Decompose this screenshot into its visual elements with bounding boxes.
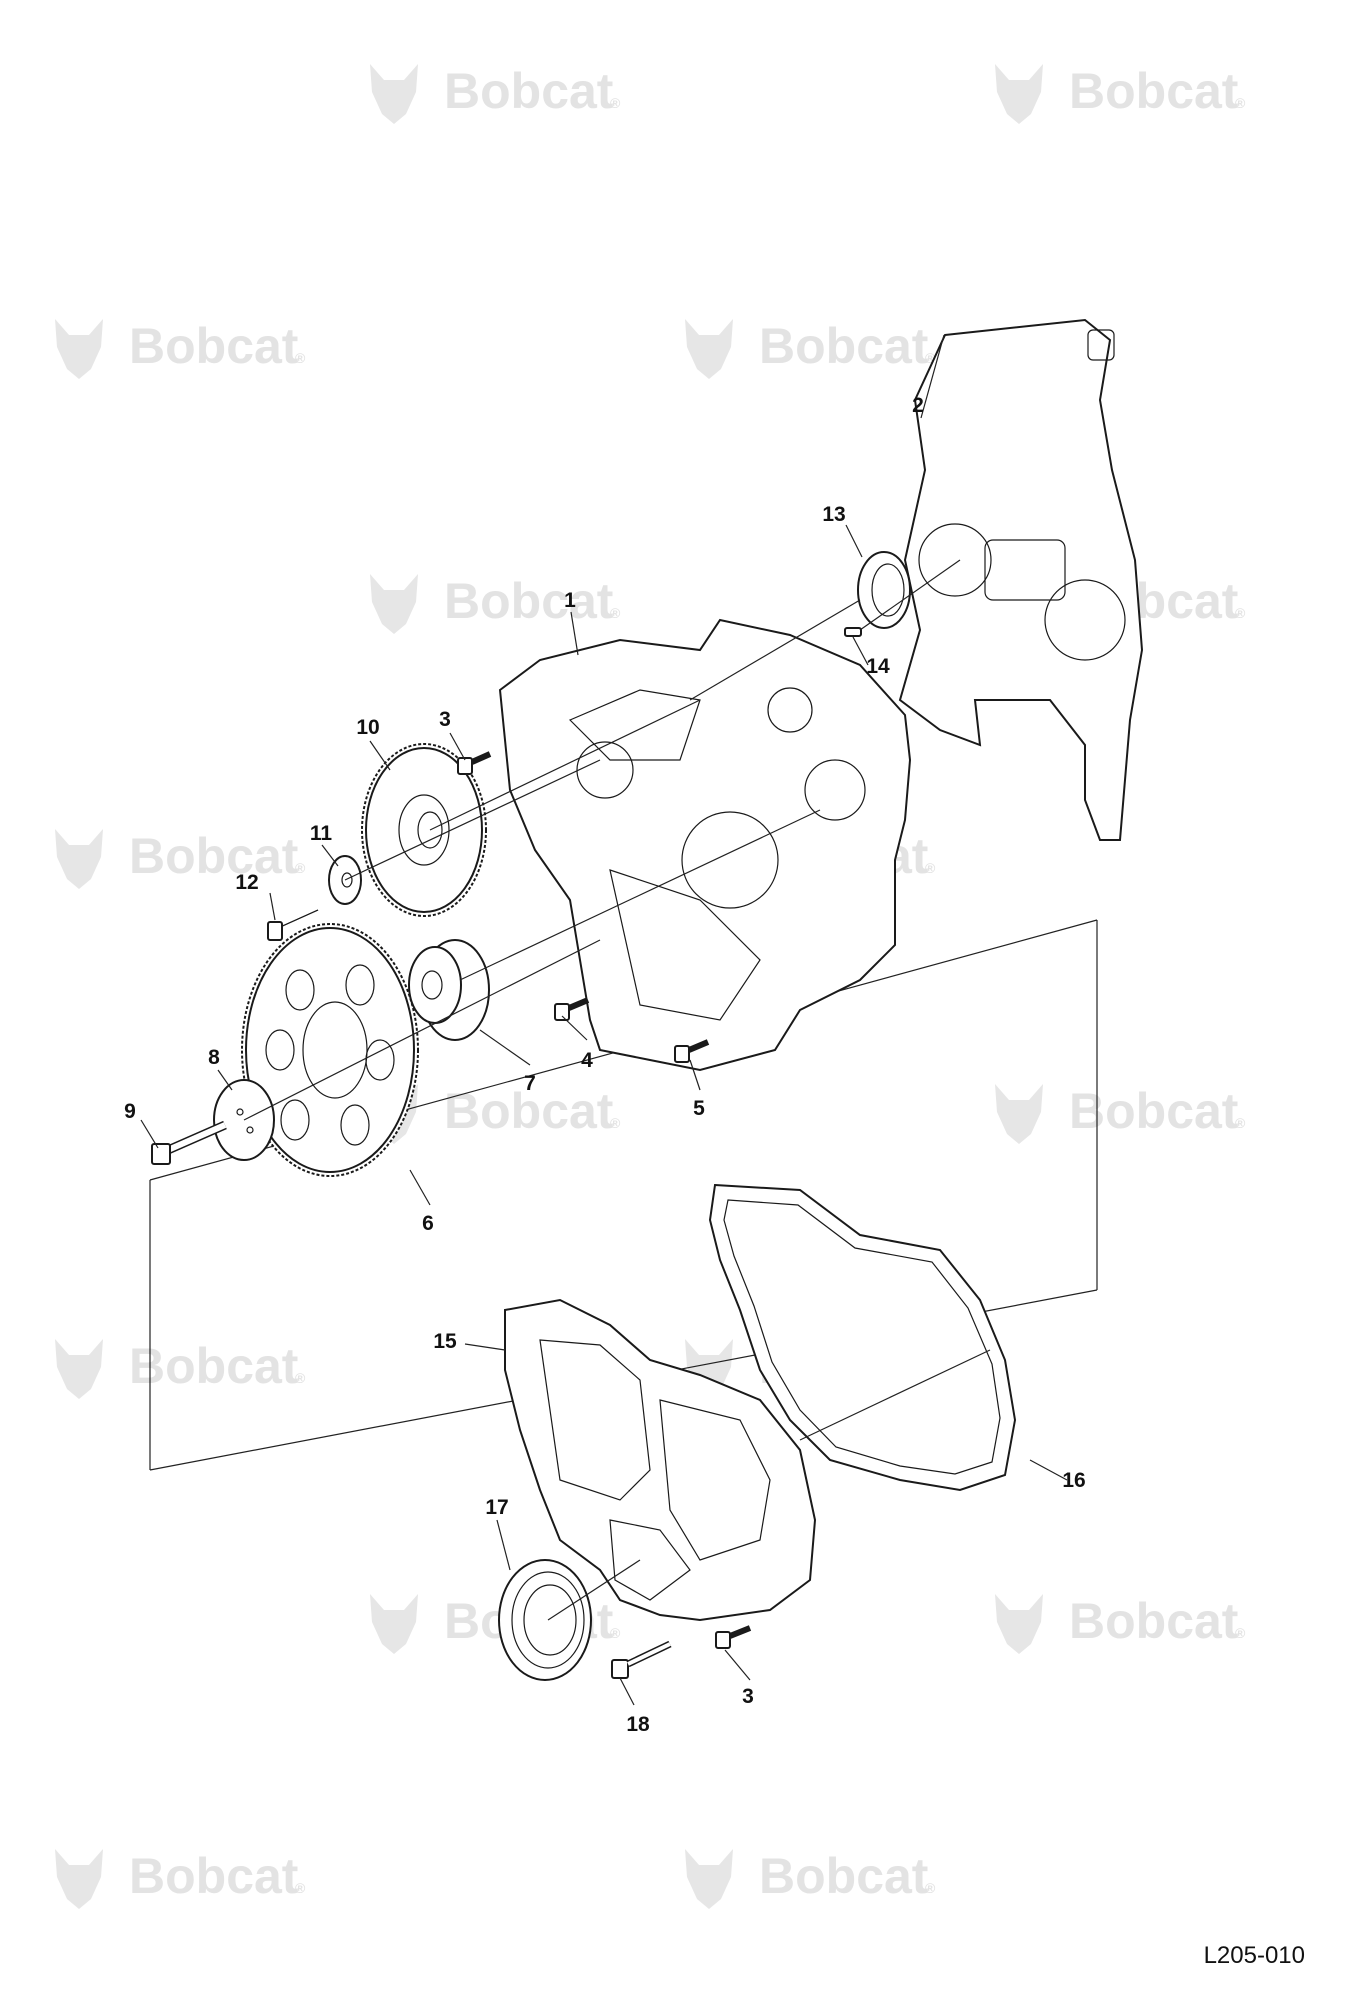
callout-12: 12 <box>235 871 258 894</box>
part-7-hub <box>408 939 490 1041</box>
part-14-pin <box>844 627 862 637</box>
watermark-tile: Bobcat® <box>995 1083 1246 1144</box>
figure-reference: L205-010 <box>1204 1942 1305 1969</box>
callout-3-lower: 3 <box>742 1685 754 1708</box>
part-10-gear <box>361 743 487 917</box>
part-13-seal <box>857 551 911 629</box>
watermark-registered-mark: ® <box>295 1880 306 1896</box>
part-15-cover <box>504 1298 817 1622</box>
part-9-bolt <box>151 1120 227 1165</box>
watermark-brand: Bobcat <box>444 1083 614 1139</box>
part-5-bolt <box>674 1039 710 1063</box>
watermark-tile: Bobcat® <box>370 63 621 124</box>
watermark-brand: Bobcat <box>759 318 929 374</box>
watermark-brand: Bobcat <box>129 318 299 374</box>
part-3-bolt-upper <box>457 751 492 775</box>
watermark-brand: Bobcat <box>444 573 614 629</box>
watermark-tile: Bobcat® <box>55 1338 306 1399</box>
watermark-brand: Bobcat <box>1069 1083 1239 1139</box>
watermark-tile: Bobcat® <box>55 318 306 379</box>
bobcat-head-icon <box>995 1594 1043 1654</box>
watermark-registered-mark: ® <box>1235 605 1246 621</box>
callout-2: 2 <box>912 394 924 417</box>
watermark-tile: Bobcat® <box>370 573 621 634</box>
callout-8: 8 <box>208 1046 220 1069</box>
watermark-registered-mark: ® <box>1235 1625 1246 1641</box>
part-18-bolt <box>611 1640 672 1679</box>
part-2-gasket <box>898 318 1144 841</box>
callout-15: 15 <box>433 1330 457 1353</box>
watermark-registered-mark: ® <box>295 1370 306 1386</box>
bobcat-head-icon <box>370 64 418 124</box>
watermark-registered-mark: ® <box>610 95 621 111</box>
bobcat-head-icon <box>685 319 733 379</box>
callout-9: 9 <box>124 1100 136 1123</box>
watermark-registered-mark: ® <box>925 860 936 876</box>
callout-1: 1 <box>564 589 576 612</box>
watermark-tile: Bobcat® <box>55 828 306 889</box>
watermark-registered-mark: ® <box>1235 95 1246 111</box>
watermark-brand: Bobcat <box>1069 1593 1239 1649</box>
callout-layer: 1 2 3 3 4 5 6 7 8 9 10 11 12 13 14 15 16… <box>124 394 1086 1736</box>
callout-4: 4 <box>581 1049 593 1072</box>
watermark-brand: Bobcat <box>129 1338 299 1394</box>
part-1-housing <box>498 618 912 1072</box>
bobcat-head-icon <box>55 1339 103 1399</box>
part-4-bolt <box>554 997 590 1021</box>
watermark-brand: Bobcat <box>129 1848 299 1904</box>
watermark-registered-mark: ® <box>925 1880 936 1896</box>
bobcat-head-icon <box>55 1849 103 1909</box>
bobcat-head-icon <box>995 64 1043 124</box>
leader-lines <box>140 334 1068 1706</box>
bobcat-head-icon <box>370 574 418 634</box>
callout-6: 6 <box>422 1212 434 1235</box>
watermark-registered-mark: ® <box>925 350 936 366</box>
part-17-seal <box>498 1559 592 1681</box>
watermark-tile: Bobcat® <box>55 1848 306 1909</box>
bobcat-head-icon <box>370 1594 418 1654</box>
watermark-brand: Bobcat <box>444 63 614 119</box>
callout-5: 5 <box>693 1097 705 1120</box>
callout-10: 10 <box>356 716 379 739</box>
bobcat-head-icon <box>55 829 103 889</box>
watermark-registered-mark: ® <box>295 350 306 366</box>
watermark-brand: Bobcat <box>129 828 299 884</box>
watermark-brand: Bobcat <box>759 1848 929 1904</box>
bobcat-head-icon <box>995 1084 1043 1144</box>
watermark-registered-mark: ® <box>610 1115 621 1131</box>
watermark-registered-mark: ® <box>610 1625 621 1641</box>
part-3-bolt-lower <box>715 1625 752 1649</box>
watermark-tile: Bobcat® <box>685 318 936 379</box>
callout-13: 13 <box>822 503 845 526</box>
watermark-tile: Bobcat® <box>685 1848 936 1909</box>
callout-16: 16 <box>1062 1469 1085 1492</box>
bobcat-head-icon <box>685 1849 733 1909</box>
watermark-brand: Bobcat <box>1069 63 1239 119</box>
watermark-tile: Bobcat® <box>995 1593 1246 1654</box>
callout-14: 14 <box>866 655 890 678</box>
callout-11: 11 <box>310 822 333 845</box>
callout-7: 7 <box>524 1072 536 1095</box>
watermark-tile: Bobcat® <box>995 63 1246 124</box>
callout-3-upper: 3 <box>439 708 451 731</box>
watermark-registered-mark: ® <box>1235 1115 1246 1131</box>
part-16-gasket <box>708 1183 1017 1492</box>
bobcat-head-icon <box>55 319 103 379</box>
alignment-lines <box>243 559 991 1621</box>
watermark-registered-mark: ® <box>295 860 306 876</box>
part-12-bolt <box>267 909 319 941</box>
callout-18: 18 <box>626 1713 650 1736</box>
watermark-registered-mark: ® <box>610 605 621 621</box>
part-6-gear <box>241 923 419 1177</box>
callout-17: 17 <box>485 1496 508 1519</box>
